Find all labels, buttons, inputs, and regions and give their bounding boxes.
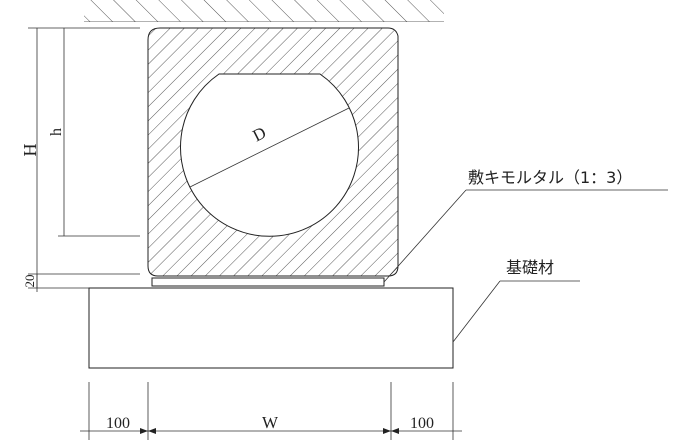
culvert-body (147, 27, 399, 277)
total-height-label: H (20, 144, 40, 157)
diameter-line (189, 107, 350, 188)
bedding-thickness-label: 20 (22, 275, 37, 288)
base-label: 基礎材 (506, 258, 554, 277)
mortar-label: 敷キモルタル（1：3） (468, 168, 632, 187)
width-label: W (262, 413, 279, 432)
mortar-leader: 敷キモルタル（1：3） (383, 168, 668, 283)
ground-surface (84, 0, 444, 28)
base-leader: 基礎材 (452, 258, 580, 343)
width-dimensions: 100 W 100 (80, 382, 462, 440)
inner-height-label: h (48, 128, 65, 136)
right-margin-label: 100 (410, 415, 434, 432)
height-dimensions: H h 20 (20, 27, 140, 292)
left-margin-label: 100 (106, 415, 130, 432)
foundation-base (88, 287, 454, 369)
bedding-mortar-layer (151, 277, 385, 287)
